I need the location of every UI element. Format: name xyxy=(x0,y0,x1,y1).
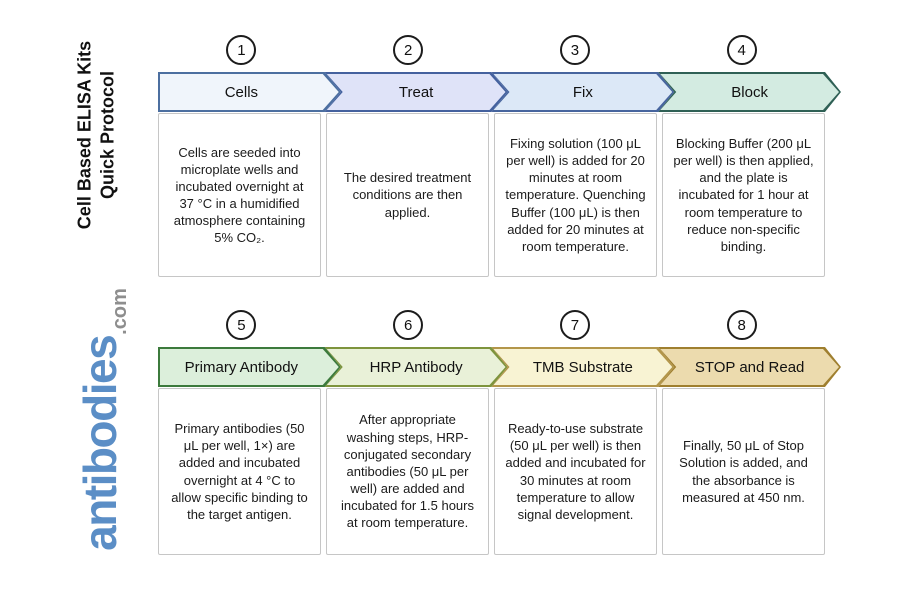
step-arrow-treat: Treat xyxy=(325,72,508,112)
arrow-band-2: Primary Antibody HRP Antibody TMB Substr… xyxy=(158,347,825,387)
step-arrow-stop-and-read: STOP and Read xyxy=(658,347,841,387)
description-row-1: Cells are seeded into microplate wells a… xyxy=(158,113,825,277)
step-arrow-treat-fill: Treat xyxy=(327,74,506,110)
step-arrow-cells: Cells xyxy=(158,72,341,112)
step-number-badge-3: 3 xyxy=(559,35,590,65)
description-row-2: Primary antibodies (50 μL per well, 1×) … xyxy=(158,388,825,555)
step-label-fix: Fix xyxy=(572,83,593,101)
step-label-treat: Treat xyxy=(398,83,434,101)
step-description-treat: The desired treatment conditions are the… xyxy=(326,113,489,277)
step-number-4: 4 xyxy=(737,41,746,59)
step-number-3: 3 xyxy=(570,41,580,59)
page-title: Cell Based ELISA Kits Quick Protocol xyxy=(74,41,119,229)
step-label-stop-and-read: STOP and Read xyxy=(694,358,805,376)
step-description-text-2: The desired treatment conditions are the… xyxy=(343,170,472,220)
step-arrow-tmb-substrate: TMB Substrate xyxy=(492,347,675,387)
step-number-8: 8 xyxy=(737,316,746,334)
brand-logo-suffix: .com xyxy=(109,288,131,335)
step-description-primary-antibody: Primary antibodies (50 μL per well, 1×) … xyxy=(158,388,321,555)
step-description-tmb-substrate: Ready-to-use substrate (50 μL per well) … xyxy=(494,388,657,555)
step-number-1: 1 xyxy=(237,41,246,59)
step-number-6: 6 xyxy=(403,316,413,334)
step-description-text-7: Ready-to-use substrate (50 μL per well) … xyxy=(505,421,646,522)
step-arrow-block: Block xyxy=(658,72,841,112)
step-number-badge-4: 4 xyxy=(726,35,757,65)
step-label-tmb-substrate: TMB Substrate xyxy=(532,358,633,376)
step-number-badge-8: 8 xyxy=(726,310,757,340)
step-number-7: 7 xyxy=(570,316,580,334)
step-label-cells: Cells xyxy=(224,83,259,101)
step-description-hrp-antibody: After appropriate washing steps, HRP-con… xyxy=(326,388,489,555)
brand-logo-text: antibodies xyxy=(74,335,126,551)
step-description-text-5: Primary antibodies (50 μL per well, 1×) … xyxy=(171,421,308,522)
protocol-row-2: 5 6 7 8 Primary Antibody HRP Antibody xyxy=(158,310,825,555)
step-description-text-4: Blocking Buffer (200 μL per well) is the… xyxy=(673,135,814,254)
step-description-fix: Fixing solution (100 μL per well) is add… xyxy=(494,113,657,277)
step-description-stop-and-read: Finally, 50 μL of Stop Solution is added… xyxy=(662,388,825,555)
arrow-band-1: Cells Treat Fix Block xyxy=(158,72,825,112)
step-description-text-3: Fixing solution (100 μL per well) is add… xyxy=(505,135,646,254)
step-description-text-6: After appropriate washing steps, HRP-con… xyxy=(341,412,474,531)
step-number-badge-6: 6 xyxy=(393,310,424,340)
step-label-primary-antibody: Primary Antibody xyxy=(184,358,299,376)
step-number-2: 2 xyxy=(403,41,413,59)
step-description-block: Blocking Buffer (200 μL per well) is the… xyxy=(662,113,825,277)
step-number-row-1: 1 2 3 4 xyxy=(158,35,825,65)
step-description-cells: Cells are seeded into microplate wells a… xyxy=(158,113,321,277)
page-title-line1: Cell Based ELISA Kits xyxy=(74,40,95,230)
step-label-block: Block xyxy=(731,83,768,101)
step-arrow-cells-fill: Cells xyxy=(160,74,339,110)
step-arrow-fix-fill: Fix xyxy=(494,74,673,110)
step-number-badge-5: 5 xyxy=(226,310,257,340)
page-title-line2: Quick Protocol xyxy=(97,70,117,200)
step-arrow-hrp-antibody: HRP Antibody xyxy=(325,347,508,387)
brand-logo: antibodies.com xyxy=(73,288,131,551)
step-arrow-fix: Fix xyxy=(492,72,675,112)
step-arrow-stop-and-read-fill: STOP and Read xyxy=(660,349,839,385)
step-label-hrp-antibody: HRP Antibody xyxy=(369,358,463,376)
step-number-5: 5 xyxy=(237,316,246,334)
step-number-badge-2: 2 xyxy=(393,35,424,65)
protocol-row-1: 1 2 3 4 Cells Treat Fix xyxy=(158,35,825,277)
step-number-badge-7: 7 xyxy=(559,310,590,340)
protocol-flow: 1 2 3 4 Cells Treat Fix xyxy=(158,35,825,555)
step-arrow-primary-antibody: Primary Antibody xyxy=(158,347,341,387)
step-arrow-primary-antibody-fill: Primary Antibody xyxy=(160,349,339,385)
step-number-badge-1: 1 xyxy=(226,35,257,65)
step-arrow-hrp-antibody-fill: HRP Antibody xyxy=(327,349,506,385)
step-description-text-1: Cells are seeded into microplate wells a… xyxy=(173,144,306,246)
step-arrow-block-fill: Block xyxy=(660,74,839,110)
step-description-text-8: Finally, 50 μL of Stop Solution is added… xyxy=(679,438,808,505)
step-arrow-tmb-substrate-fill: TMB Substrate xyxy=(494,349,673,385)
step-number-row-2: 5 6 7 8 xyxy=(158,310,825,340)
